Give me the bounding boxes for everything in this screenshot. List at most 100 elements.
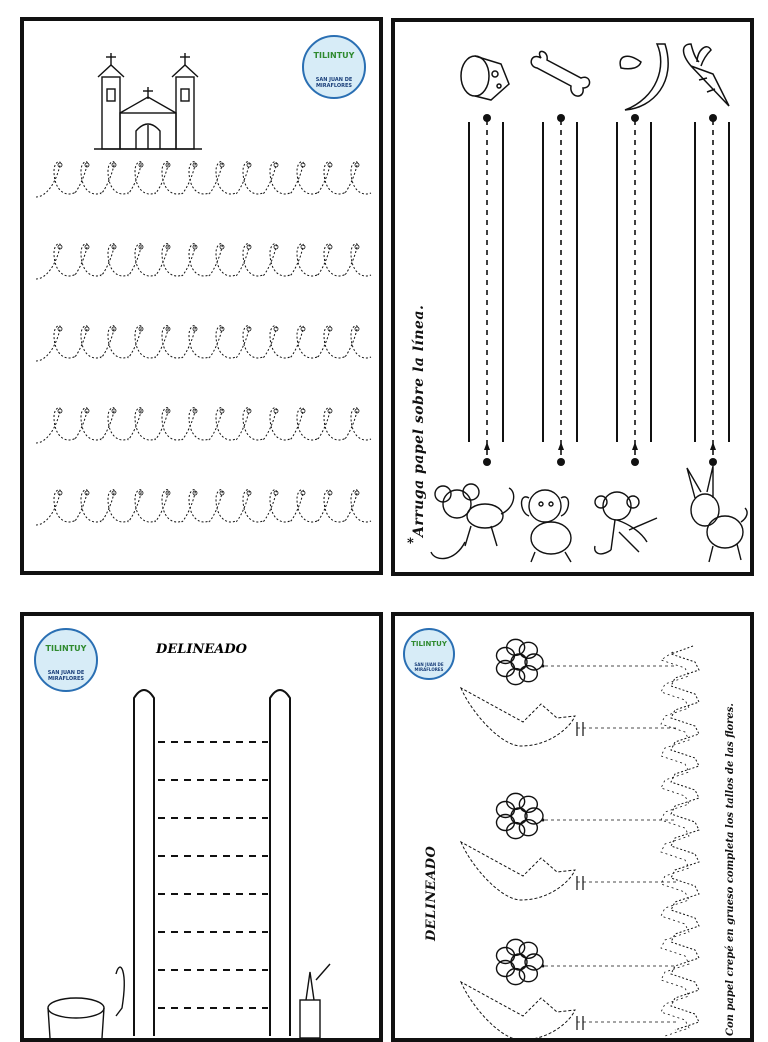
cursive-loop-row [35, 161, 372, 198]
ladder-drawing [47, 689, 331, 1038]
flower-center [510, 653, 528, 671]
start-dot [138, 244, 144, 250]
start-dot [57, 244, 63, 250]
instruction-text: Con papel crepé en grueso completa los t… [725, 703, 736, 1036]
start-dot [57, 162, 63, 168]
worksheet-panel-flowers: TILINTUY SAN JUAN DE MIRAFLORES DELINEAD… [391, 612, 754, 1042]
start-dot [219, 244, 225, 250]
cheese-icon [460, 55, 510, 101]
arrow-up-icon [710, 442, 716, 450]
logo-subtitle: SAN JUAN DE MIRAFLORES [315, 77, 353, 89]
logo-subtitle: SAN JUAN DE MIRAFLORES [47, 670, 85, 682]
start-dot [111, 408, 117, 414]
start-dot [246, 162, 252, 168]
start-dot [57, 326, 63, 332]
start-dot [354, 162, 360, 168]
instruction-text: Arruga papel sobre la línea. [411, 304, 427, 537]
tulip-flower-icon [459, 840, 576, 901]
start-dot [273, 490, 279, 496]
logo-word: TILINTUY [313, 51, 355, 60]
zigzag-grass-line [660, 651, 690, 1037]
ladder-rails [133, 689, 291, 1036]
start-dot [327, 162, 333, 168]
arrow-up-icon [558, 442, 564, 450]
start-dot [354, 244, 360, 250]
flower-icons [459, 638, 576, 1038]
start-dot [138, 408, 144, 414]
petal [505, 792, 526, 811]
worksheet-panel-lines: * Arruga papel sobre la línea. [391, 18, 754, 576]
start-dot [138, 490, 144, 496]
petal [505, 667, 526, 686]
start-dot [327, 490, 333, 496]
line-end-dot [483, 114, 491, 122]
start-dot [219, 162, 225, 168]
dog-icon [520, 489, 572, 563]
start-dot [84, 162, 90, 168]
start-dot [246, 326, 252, 332]
carrot-icon [682, 43, 730, 107]
start-dot [111, 162, 117, 168]
monkey-icon [593, 491, 658, 555]
banana-icon [619, 43, 669, 111]
start-dot [354, 326, 360, 332]
instruction-bullet: * [407, 536, 414, 551]
start-dot [273, 326, 279, 332]
petal [505, 638, 526, 657]
start-dot [165, 326, 171, 332]
start-dot [246, 244, 252, 250]
petal [518, 641, 539, 659]
petal [505, 821, 526, 840]
start-dot [138, 162, 144, 168]
start-dot [57, 490, 63, 496]
start-dot [192, 244, 198, 250]
zigzag-grass-line [669, 645, 700, 1031]
start-dot [57, 408, 63, 414]
school-logo: TILINTUY SAN JUAN DE MIRAFLORES [403, 628, 455, 680]
start-dot [165, 162, 171, 168]
school-logo: TILINTUY SAN JUAN DE MIRAFLORES [302, 35, 366, 99]
petal [518, 819, 539, 837]
start-dot [300, 244, 306, 250]
loops-drawing [35, 53, 372, 526]
petal [505, 938, 526, 957]
stem-start-dot [541, 818, 545, 822]
petal [505, 967, 526, 986]
cursive-loop-row [35, 407, 372, 444]
start-dot [300, 326, 306, 332]
stem-tracing-lines [541, 664, 677, 1030]
tracing-lines [468, 114, 730, 466]
start-dot [354, 408, 360, 414]
logo-word: TILINTUY [45, 644, 87, 653]
lines-drawing [430, 43, 748, 563]
line-start-dot [631, 458, 639, 466]
start-dot [300, 408, 306, 414]
panel-title: DELINEADO [424, 845, 439, 941]
bone-icon [530, 50, 591, 97]
start-dot [273, 244, 279, 250]
petal [524, 807, 544, 825]
paint-brush-icon [299, 963, 331, 1038]
logo-subtitle: SAN JUAN DE MIRAFLORES [414, 662, 444, 672]
mouse-icon [430, 483, 515, 560]
start-dot [219, 490, 225, 496]
start-dot [219, 326, 225, 332]
start-dot [327, 326, 333, 332]
panel-title: DELINEADO [156, 642, 247, 657]
start-dot [246, 490, 252, 496]
start-dot [300, 162, 306, 168]
daisy-flower-icon [495, 638, 544, 686]
stem-start-dot [541, 664, 545, 668]
worksheet-panel-loops: TILINTUY SAN JUAN DE MIRAFLORES [20, 17, 383, 575]
start-dot [192, 408, 198, 414]
cursive-loop-row [35, 325, 372, 362]
start-dot [84, 408, 90, 414]
start-dot [192, 490, 198, 496]
arrow-up-icon [632, 442, 638, 450]
start-dot [246, 408, 252, 414]
line-start-dot [483, 458, 491, 466]
start-dot [327, 244, 333, 250]
petal [518, 665, 539, 683]
daisy-flower-icon [495, 792, 544, 840]
line-start-dot [557, 458, 565, 466]
